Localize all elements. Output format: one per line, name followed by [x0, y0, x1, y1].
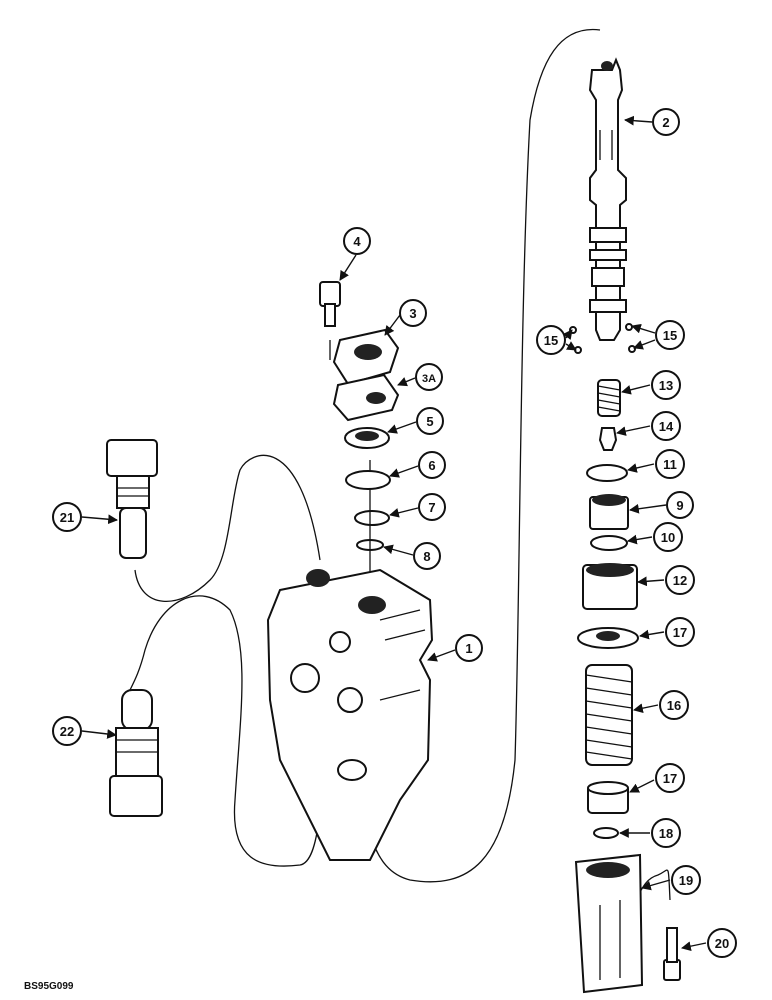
- sleeve-part-9: [589, 494, 629, 530]
- o-ring-part-11: [586, 464, 628, 482]
- figure-reference: BS95G099: [24, 981, 74, 992]
- seal-part-5: [344, 427, 390, 449]
- callout-10: 10: [661, 530, 675, 545]
- callout-22: 22: [60, 724, 74, 739]
- washer-part-17-top: [577, 627, 639, 649]
- callout-16: 16: [667, 698, 681, 713]
- callout-8: 8: [423, 549, 430, 564]
- callout-18: 18: [659, 826, 673, 841]
- ring-part-8: [356, 539, 384, 551]
- callout-5: 5: [426, 414, 433, 429]
- washer-part-6: [345, 470, 391, 490]
- callout-15-right: 15: [663, 328, 677, 343]
- callout-11: 11: [663, 457, 677, 472]
- valve-body-part-1: [266, 568, 434, 861]
- ring-part-7: [354, 510, 390, 526]
- ring-part-10: [590, 535, 628, 551]
- spring-part-16: [585, 664, 633, 766]
- spring-part-13: [597, 379, 621, 417]
- relief-valve-part-21: [106, 439, 158, 559]
- washer-part-17-bottom: [587, 781, 629, 814]
- retainer-part-12: [582, 563, 638, 610]
- callouts: 1 2 3 3A 4 5 6 7 8 9: [52, 108, 737, 958]
- callout-19: 19: [679, 873, 693, 888]
- callout-14: 14: [659, 419, 674, 434]
- spool-part-2: [588, 57, 627, 341]
- relief-valve-part-22: [109, 689, 163, 817]
- callout-2: 2: [662, 115, 669, 130]
- callout-9: 9: [676, 498, 683, 513]
- callout-17-bottom: 17: [663, 771, 677, 786]
- callout-3a: 3A: [422, 373, 436, 385]
- callout-7: 7: [428, 500, 435, 515]
- screw-part-20: [663, 927, 681, 981]
- callout-13: 13: [659, 378, 673, 393]
- flange-part-3a: [332, 373, 400, 422]
- callout-21: 21: [60, 510, 74, 525]
- callout-15-left: 15: [544, 333, 558, 348]
- callout-17-top: 17: [673, 625, 687, 640]
- callout-12: 12: [673, 573, 687, 588]
- screw-part-4: [319, 281, 341, 327]
- callout-3: 3: [409, 306, 416, 321]
- callout-1: 1: [465, 641, 472, 656]
- plug-part-14: [598, 427, 618, 451]
- callout-20: 20: [715, 936, 729, 951]
- clip-part-18: [593, 827, 619, 839]
- callout-6: 6: [428, 458, 435, 473]
- callout-4: 4: [353, 234, 361, 249]
- cap-part-19: [574, 853, 644, 994]
- flange-part-3: [332, 328, 400, 386]
